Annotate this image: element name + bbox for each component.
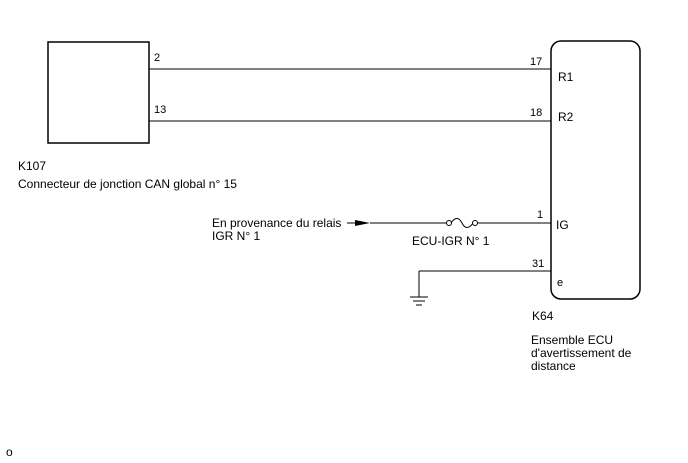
footer-mark: o xyxy=(6,445,13,459)
ecu-code: K64 xyxy=(532,309,554,323)
ecu-name-line-2: d'avertissement de xyxy=(531,346,632,360)
fuse-icon xyxy=(450,218,474,228)
pin-number-31: 31 xyxy=(532,258,545,270)
connector-name: Connecteur de jonction CAN global n° 15 xyxy=(18,177,237,191)
ecu-name-line-1: Ensemble ECU xyxy=(531,333,614,347)
fuse-terminal-right xyxy=(472,220,478,226)
pin-number-17: 17 xyxy=(530,56,543,68)
pin-number-1: 1 xyxy=(537,209,544,221)
ecu-k64-box xyxy=(550,40,641,300)
fuse-label: ECU-IGR N° 1 xyxy=(412,234,490,248)
ground-icon xyxy=(410,296,428,306)
connector-code: K107 xyxy=(18,159,47,173)
pin-number-18: 18 xyxy=(530,107,543,119)
connector-k107-box xyxy=(47,41,150,144)
source-line-1: En provenance du relais xyxy=(212,216,342,230)
source-line-2: IGR N° 1 xyxy=(212,229,261,243)
pin-label-e: e xyxy=(557,277,564,289)
arrow-right-icon xyxy=(355,220,370,226)
pin-label-ig: IG xyxy=(556,218,569,232)
pin-label-r2: R2 xyxy=(558,110,574,124)
fuse-terminal-left xyxy=(446,220,452,226)
pin-number-2: 2 xyxy=(154,52,161,64)
pin-number-13: 13 xyxy=(154,104,167,116)
ecu-name-line-3: distance xyxy=(531,359,576,373)
pin-label-r1: R1 xyxy=(558,70,574,84)
